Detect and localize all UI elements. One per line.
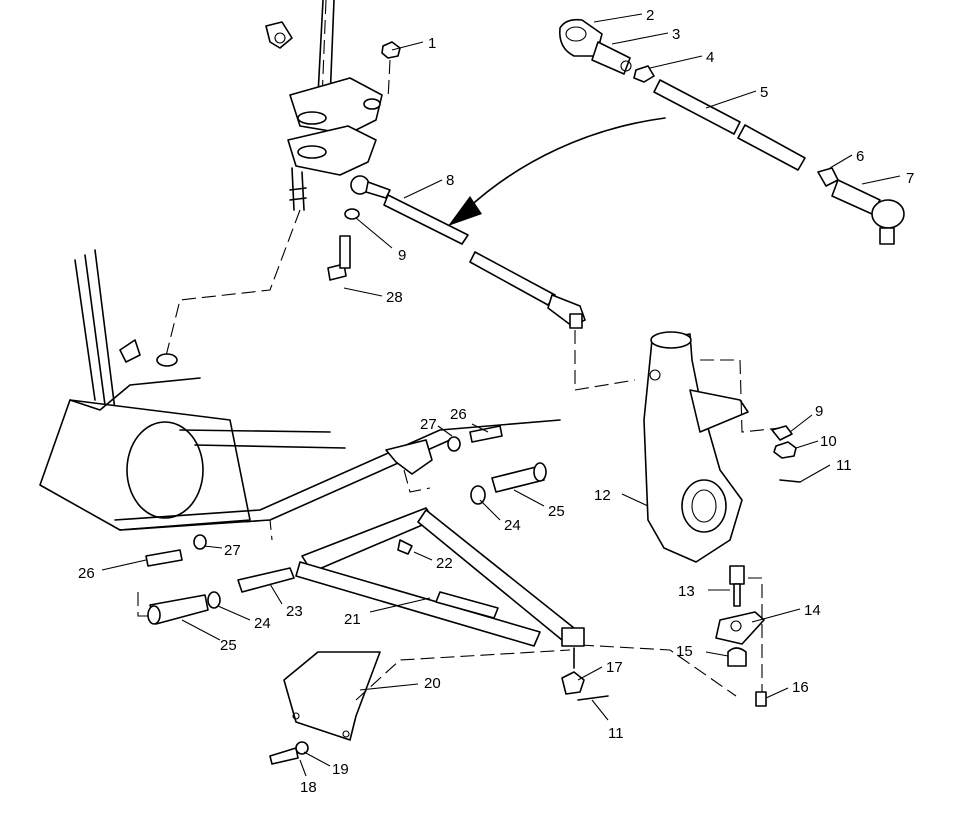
callout-27-upper: 27 bbox=[420, 416, 437, 433]
callout-3: 3 bbox=[672, 26, 680, 43]
callout-27-lower: 27 bbox=[224, 542, 241, 559]
callout-23: 23 bbox=[286, 603, 303, 620]
bushing-24-right bbox=[470, 485, 486, 505]
callout-4: 4 bbox=[706, 49, 714, 66]
callout-19: 19 bbox=[332, 761, 349, 778]
bracket-27 bbox=[137, 425, 503, 617]
callout-26-left: 26 bbox=[78, 565, 95, 582]
callout-7: 7 bbox=[906, 170, 914, 187]
callout-22: 22 bbox=[436, 555, 453, 572]
callout-14: 14 bbox=[804, 602, 821, 619]
callout-11-upper: 11 bbox=[836, 457, 852, 474]
callout-20: 20 bbox=[424, 675, 441, 692]
spindle-knuckle bbox=[574, 330, 781, 563]
callout-11-lower: 11 bbox=[608, 725, 624, 742]
pivot-tube-25-right bbox=[491, 462, 547, 493]
pivot-tube-25-left bbox=[147, 594, 209, 625]
nut-1 bbox=[381, 41, 401, 59]
callout-9-upper: 9 bbox=[398, 247, 406, 264]
callout-2: 2 bbox=[646, 7, 654, 24]
tie-rod bbox=[350, 175, 586, 329]
callout-13: 13 bbox=[678, 583, 695, 600]
callout-1: 1 bbox=[428, 35, 436, 52]
assembly-arrow bbox=[448, 117, 666, 226]
knuckle-hardware bbox=[579, 425, 801, 707]
callout-17: 17 bbox=[606, 659, 623, 676]
callout-6: 6 bbox=[856, 148, 864, 165]
a-arm bbox=[295, 507, 585, 669]
callout-21: 21 bbox=[344, 611, 361, 628]
skid-plate bbox=[283, 649, 571, 741]
pivot-bolt-23 bbox=[237, 567, 295, 593]
callout-labels: 1 2 3 4 5 6 7 8 9 9 10 11 11 12 13 14 15… bbox=[78, 7, 914, 796]
callout-16: 16 bbox=[792, 679, 809, 696]
callout-9-lower: 9 bbox=[815, 403, 823, 420]
callout-8: 8 bbox=[446, 172, 454, 189]
callout-26-right: 26 bbox=[450, 406, 467, 423]
steering-post bbox=[164, 0, 383, 361]
callout-5: 5 bbox=[760, 84, 768, 101]
frame-chassis bbox=[39, 249, 561, 531]
callout-15: 15 bbox=[676, 643, 693, 660]
callout-18: 18 bbox=[300, 779, 317, 796]
lower-hardware bbox=[269, 208, 609, 765]
callout-12: 12 bbox=[594, 487, 611, 504]
bushing-24-left bbox=[207, 591, 221, 609]
callout-28: 28 bbox=[386, 289, 403, 306]
callout-24-left: 24 bbox=[254, 615, 271, 632]
callout-25-left: 25 bbox=[220, 637, 237, 654]
callout-10: 10 bbox=[820, 433, 837, 450]
adjuster-rod-assembly bbox=[558, 18, 905, 245]
steering-post-bolt bbox=[265, 21, 293, 49]
leader-lines bbox=[101, 13, 901, 777]
callout-25-right: 25 bbox=[548, 503, 565, 520]
callout-24-right: 24 bbox=[504, 517, 521, 534]
